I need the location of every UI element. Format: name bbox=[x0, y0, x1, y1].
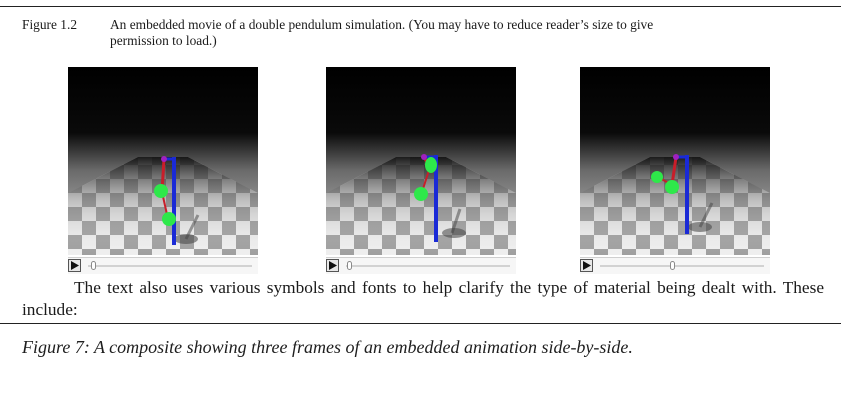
bottom-rule bbox=[0, 323, 841, 324]
scrub-thumb-3[interactable] bbox=[670, 261, 676, 270]
pendulum-1 bbox=[154, 156, 200, 245]
movie-controller-2 bbox=[326, 257, 516, 274]
pendulum-scene-3 bbox=[580, 67, 770, 255]
play-icon bbox=[329, 261, 337, 270]
inner-figure-caption: Figure 1.2 An embedded movie of a double … bbox=[22, 17, 822, 49]
top-rule bbox=[0, 6, 841, 7]
figure-caption: Figure 7: A composite showing three fram… bbox=[22, 337, 633, 357]
movie-frame-2 bbox=[326, 67, 516, 274]
scrub-track-1[interactable] bbox=[88, 261, 252, 270]
scrub-track-3[interactable] bbox=[600, 261, 764, 270]
play-button-3[interactable] bbox=[580, 259, 593, 272]
movie-frame-3 bbox=[580, 67, 770, 274]
pendulum-scene-1 bbox=[68, 67, 258, 255]
movie-controller-3 bbox=[580, 257, 770, 274]
inner-figure-number: Figure 1.2 bbox=[22, 17, 78, 32]
body-paragraph: The text also uses various symbols and f… bbox=[22, 277, 824, 321]
inner-figure-caption-line2: permission to load.) bbox=[110, 33, 217, 48]
scrub-thumb-1[interactable] bbox=[90, 261, 96, 270]
play-button-1[interactable] bbox=[68, 259, 81, 272]
pendulum-3 bbox=[651, 154, 714, 234]
play-button-2[interactable] bbox=[326, 259, 339, 272]
pendulum-2 bbox=[414, 154, 466, 242]
play-icon bbox=[71, 261, 79, 270]
play-icon bbox=[583, 261, 591, 270]
body-paragraph-text: The text also uses various symbols and f… bbox=[22, 278, 824, 319]
scrub-thumb-2[interactable] bbox=[347, 261, 353, 270]
scrub-track-2[interactable] bbox=[346, 261, 510, 270]
movie-frame-1 bbox=[68, 67, 258, 274]
inner-figure-caption-line1: An embedded movie of a double pendulum s… bbox=[110, 17, 654, 32]
pendulum-scene-2 bbox=[326, 67, 516, 255]
movie-controller-1 bbox=[68, 257, 258, 274]
